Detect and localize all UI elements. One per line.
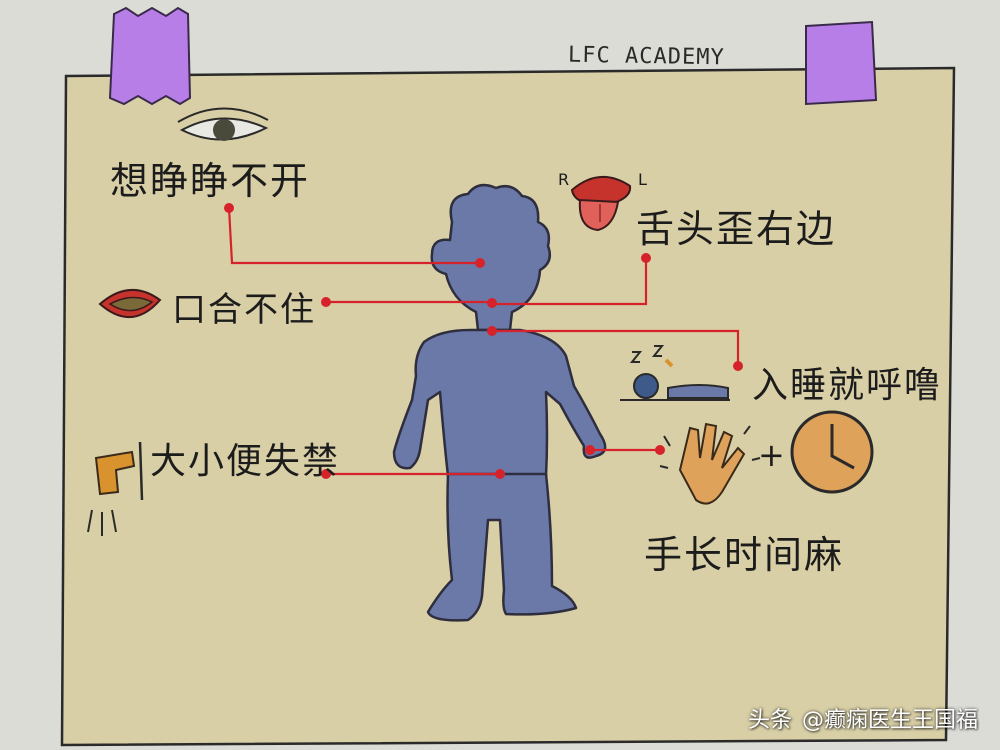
label-snore: 入睡就呼噜 — [752, 365, 943, 406]
plus-sign: + — [758, 436, 785, 474]
tongue-mark-right: L — [638, 170, 647, 189]
label-eyes: 想睁睁不开 — [110, 159, 311, 203]
label-tongue: 舌头歪右边 — [636, 207, 837, 251]
watermark-author: @癫痫医生王国福 — [801, 708, 978, 733]
line-snore — [492, 329, 740, 366]
tingling-hand-icon — [659, 422, 761, 505]
tongue-out-icon — [570, 175, 632, 232]
tape-right — [805, 20, 878, 106]
academy-label: LFC ACADEMY — [567, 42, 725, 71]
faucet-icon — [87, 441, 144, 536]
tongue-mark-left: R — [558, 170, 570, 189]
line-eyes — [227, 207, 480, 265]
legs — [426, 472, 578, 622]
connector-dots — [224, 203, 743, 479]
label-mouth: 口合不住 — [172, 290, 316, 330]
clock-icon — [790, 410, 874, 494]
head — [430, 183, 551, 332]
sleeping-person-icon — [620, 345, 730, 401]
watermark: 头条 @癫痫医生王国福 — [748, 702, 978, 734]
tape-left — [108, 6, 192, 106]
eye-icon — [177, 107, 269, 141]
open-mouth-icon — [98, 288, 162, 319]
connector-lines — [227, 207, 740, 476]
label-incontinence: 大小便失禁 — [150, 441, 341, 482]
label-hand-numb: 手长时间麻 — [644, 533, 845, 577]
watermark-platform: 头条 — [747, 708, 792, 733]
line-tongue — [492, 258, 648, 306]
